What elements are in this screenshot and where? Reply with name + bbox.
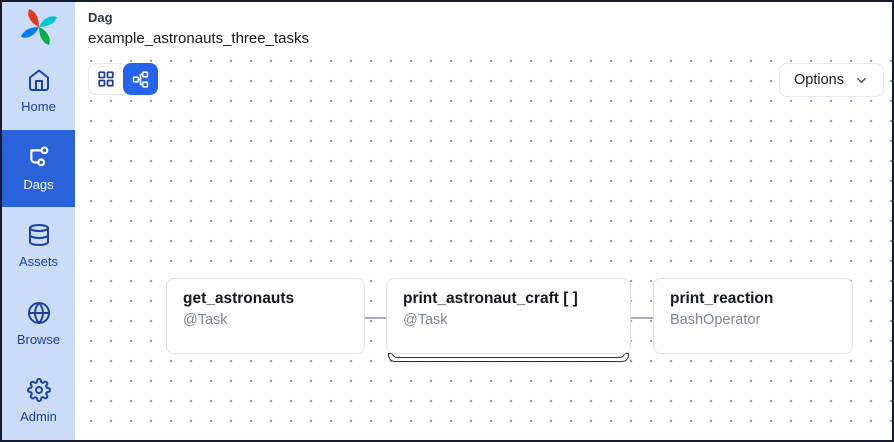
sidebar-item-label: Dags: [23, 176, 54, 192]
graph-view-button[interactable]: [123, 63, 158, 95]
edge-print_astronaut_craft-to-print_reaction: [631, 317, 653, 319]
task-node-card[interactable]: print_reaction BashOperator: [653, 278, 853, 354]
options-label: Options: [794, 72, 844, 88]
sidebar-item-assets[interactable]: Assets: [2, 207, 75, 285]
task-title: get_astronauts: [183, 290, 295, 307]
airflow-pinwheel-icon: [20, 9, 57, 46]
sidebar-item-dags[interactable]: Dags: [2, 129, 75, 208]
sidebar-item-label: Browse: [16, 331, 61, 347]
chevron-down-icon: [857, 77, 866, 83]
grid-view-button[interactable]: [88, 63, 123, 95]
sidebar-item-label: Home: [21, 99, 56, 115]
task-operator: BashOperator: [670, 312, 761, 329]
options-button[interactable]: Options: [779, 63, 884, 97]
main-content: Dag example_astronauts_three_tasks: [75, 2, 892, 440]
view-toggle: [88, 63, 158, 95]
globe-icon: [27, 301, 50, 324]
grid-icon: [98, 71, 114, 87]
task-node-print_reaction[interactable]: print_reaction BashOperator: [653, 278, 853, 354]
task-node-card[interactable]: print_astronaut_craft [ ] @Task: [386, 278, 631, 354]
task-operator: @Task: [183, 312, 228, 329]
dag-graph-canvas[interactable]: Options get_astronauts @Task p: [75, 57, 892, 440]
graph-icon: [132, 70, 149, 88]
sidebar-item-label: Admin: [20, 409, 57, 425]
sidebar-item-browse[interactable]: Browse: [2, 285, 75, 363]
sidebar-item-label: Assets: [18, 254, 58, 270]
airflow-logo[interactable]: [2, 2, 75, 52]
page-eyebrow: Dag: [88, 10, 113, 25]
task-node-card[interactable]: get_astronauts @Task: [166, 278, 365, 354]
sidebar-item-admin[interactable]: Admin: [2, 362, 75, 440]
task-title: print_reaction: [670, 290, 774, 307]
dag-icon: [29, 146, 48, 166]
dag-name: example_astronauts_three_tasks: [88, 30, 309, 47]
page-header: Dag example_astronauts_three_tasks: [75, 2, 892, 57]
edge-get_astronauts-to-print_astronaut_craft: [365, 317, 386, 319]
gear-icon: [26, 378, 51, 403]
home-icon: [28, 69, 49, 92]
sidebar-item-home[interactable]: Home: [2, 52, 75, 130]
database-icon: [28, 224, 49, 247]
task-title: print_astronaut_craft [ ]: [403, 290, 578, 307]
sidebar: Home Dags Assets: [2, 2, 75, 440]
task-node-get_astronauts[interactable]: get_astronauts @Task: [166, 278, 365, 354]
task-node-print_astronaut_craft[interactable]: print_astronaut_craft [ ] @Task: [386, 278, 631, 362]
task-operator: @Task: [403, 312, 448, 329]
